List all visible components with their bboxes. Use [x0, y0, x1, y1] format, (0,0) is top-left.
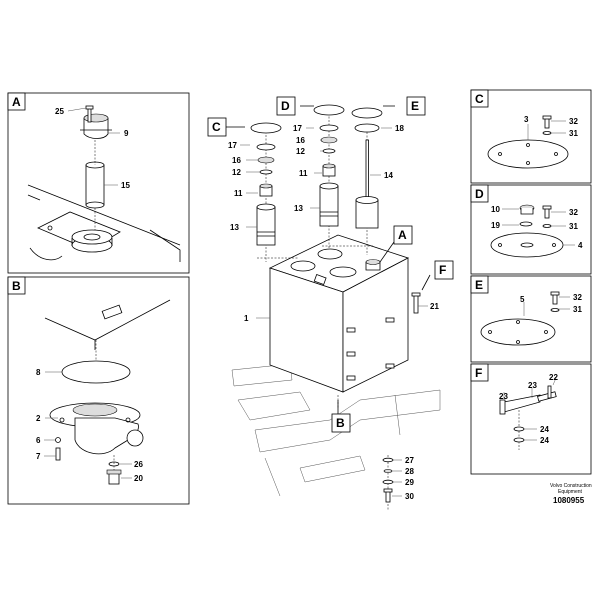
main-part-d11: 11 — [299, 169, 308, 178]
main-part-1: 1 — [244, 314, 249, 323]
main-callout-d: D — [281, 99, 290, 113]
panel-a-label: A — [12, 95, 21, 109]
panel-b-part-20: 20 — [134, 474, 143, 483]
main-callout-f: F — [439, 263, 446, 277]
panel-b-part-7: 7 — [36, 452, 41, 461]
drawing-number: 1080955 — [553, 496, 585, 505]
main-part-c13: 13 — [230, 223, 239, 232]
main-part-27: 27 — [405, 456, 414, 465]
main-callout-b: B — [336, 416, 345, 430]
panel-e-label: E — [475, 278, 483, 292]
main-part-28: 28 — [405, 467, 414, 476]
main-part-d13: 13 — [294, 204, 303, 213]
panel-f-part-23b: 23 — [528, 381, 537, 390]
main-part-c12: 12 — [232, 168, 241, 177]
footer: Volvo Construction Equipment 1080955 — [550, 483, 592, 505]
panel-f-part-22: 22 — [549, 373, 558, 382]
panel-f-part-23a: 23 — [499, 392, 508, 401]
panel-f: F 23 23 22 24 24 — [470, 363, 592, 475]
panel-d-part-32: 32 — [569, 208, 578, 217]
main-part-d17: 17 — [293, 124, 302, 133]
panel-f-label: F — [475, 366, 482, 380]
panel-f-part-24b: 24 — [540, 436, 549, 445]
main-part-c16: 16 — [232, 156, 241, 165]
main-part-c11: 11 — [234, 189, 243, 198]
main-callout-a: A — [398, 228, 407, 242]
panel-d-label: D — [475, 187, 484, 201]
panel-c: C 3 32 31 — [470, 89, 592, 184]
main-part-30: 30 — [405, 492, 414, 501]
main-part-29: 29 — [405, 478, 414, 487]
panel-a-part-25: 25 — [55, 107, 64, 116]
panel-a: A 25 9 15 — [7, 92, 190, 274]
main-part-c17: 17 — [228, 141, 237, 150]
main-part-e14: 14 — [384, 171, 393, 180]
main-callout-c: C — [212, 120, 221, 134]
panel-c-part-3: 3 — [524, 115, 529, 124]
panel-a-part-9: 9 — [124, 129, 129, 138]
main-part-e18: 18 — [395, 124, 404, 133]
panel-b-part-2: 2 — [36, 414, 41, 423]
panel-b-part-6: 6 — [36, 436, 41, 445]
panel-d-part-31: 31 — [569, 222, 578, 231]
panel-c-label: C — [475, 92, 484, 106]
panel-e-part-5: 5 — [520, 295, 525, 304]
main-part-d12: 12 — [296, 147, 305, 156]
main-part-d16: 16 — [296, 136, 305, 145]
main-part-21: 21 — [430, 302, 439, 311]
panel-e: E 5 32 31 — [470, 275, 592, 363]
main-view: 17 16 12 11 13 17 16 12 11 13 18 14 1 21… — [207, 96, 454, 510]
panel-e-part-31: 31 — [573, 305, 582, 314]
panel-b-part-8: 8 — [36, 368, 41, 377]
panel-d-part-19: 19 — [491, 221, 500, 230]
brand-line-2: Equipment — [558, 489, 583, 495]
panel-d-part-10: 10 — [491, 205, 500, 214]
panel-d: D 10 32 19 31 4 — [470, 184, 592, 275]
panel-b-part-26: 26 — [134, 460, 143, 469]
main-callout-e: E — [411, 99, 419, 113]
panel-b: B 8 2 6 7 26 20 — [7, 276, 190, 505]
panel-a-part-15: 15 — [121, 181, 130, 190]
panel-d-part-4: 4 — [578, 241, 583, 250]
panel-f-part-24a: 24 — [540, 425, 549, 434]
panel-e-part-32: 32 — [573, 293, 582, 302]
panel-c-part-32: 32 — [569, 117, 578, 126]
panel-c-part-31: 31 — [569, 129, 578, 138]
brand-line-1: Volvo Construction — [550, 483, 592, 489]
panel-b-label: B — [12, 279, 21, 293]
